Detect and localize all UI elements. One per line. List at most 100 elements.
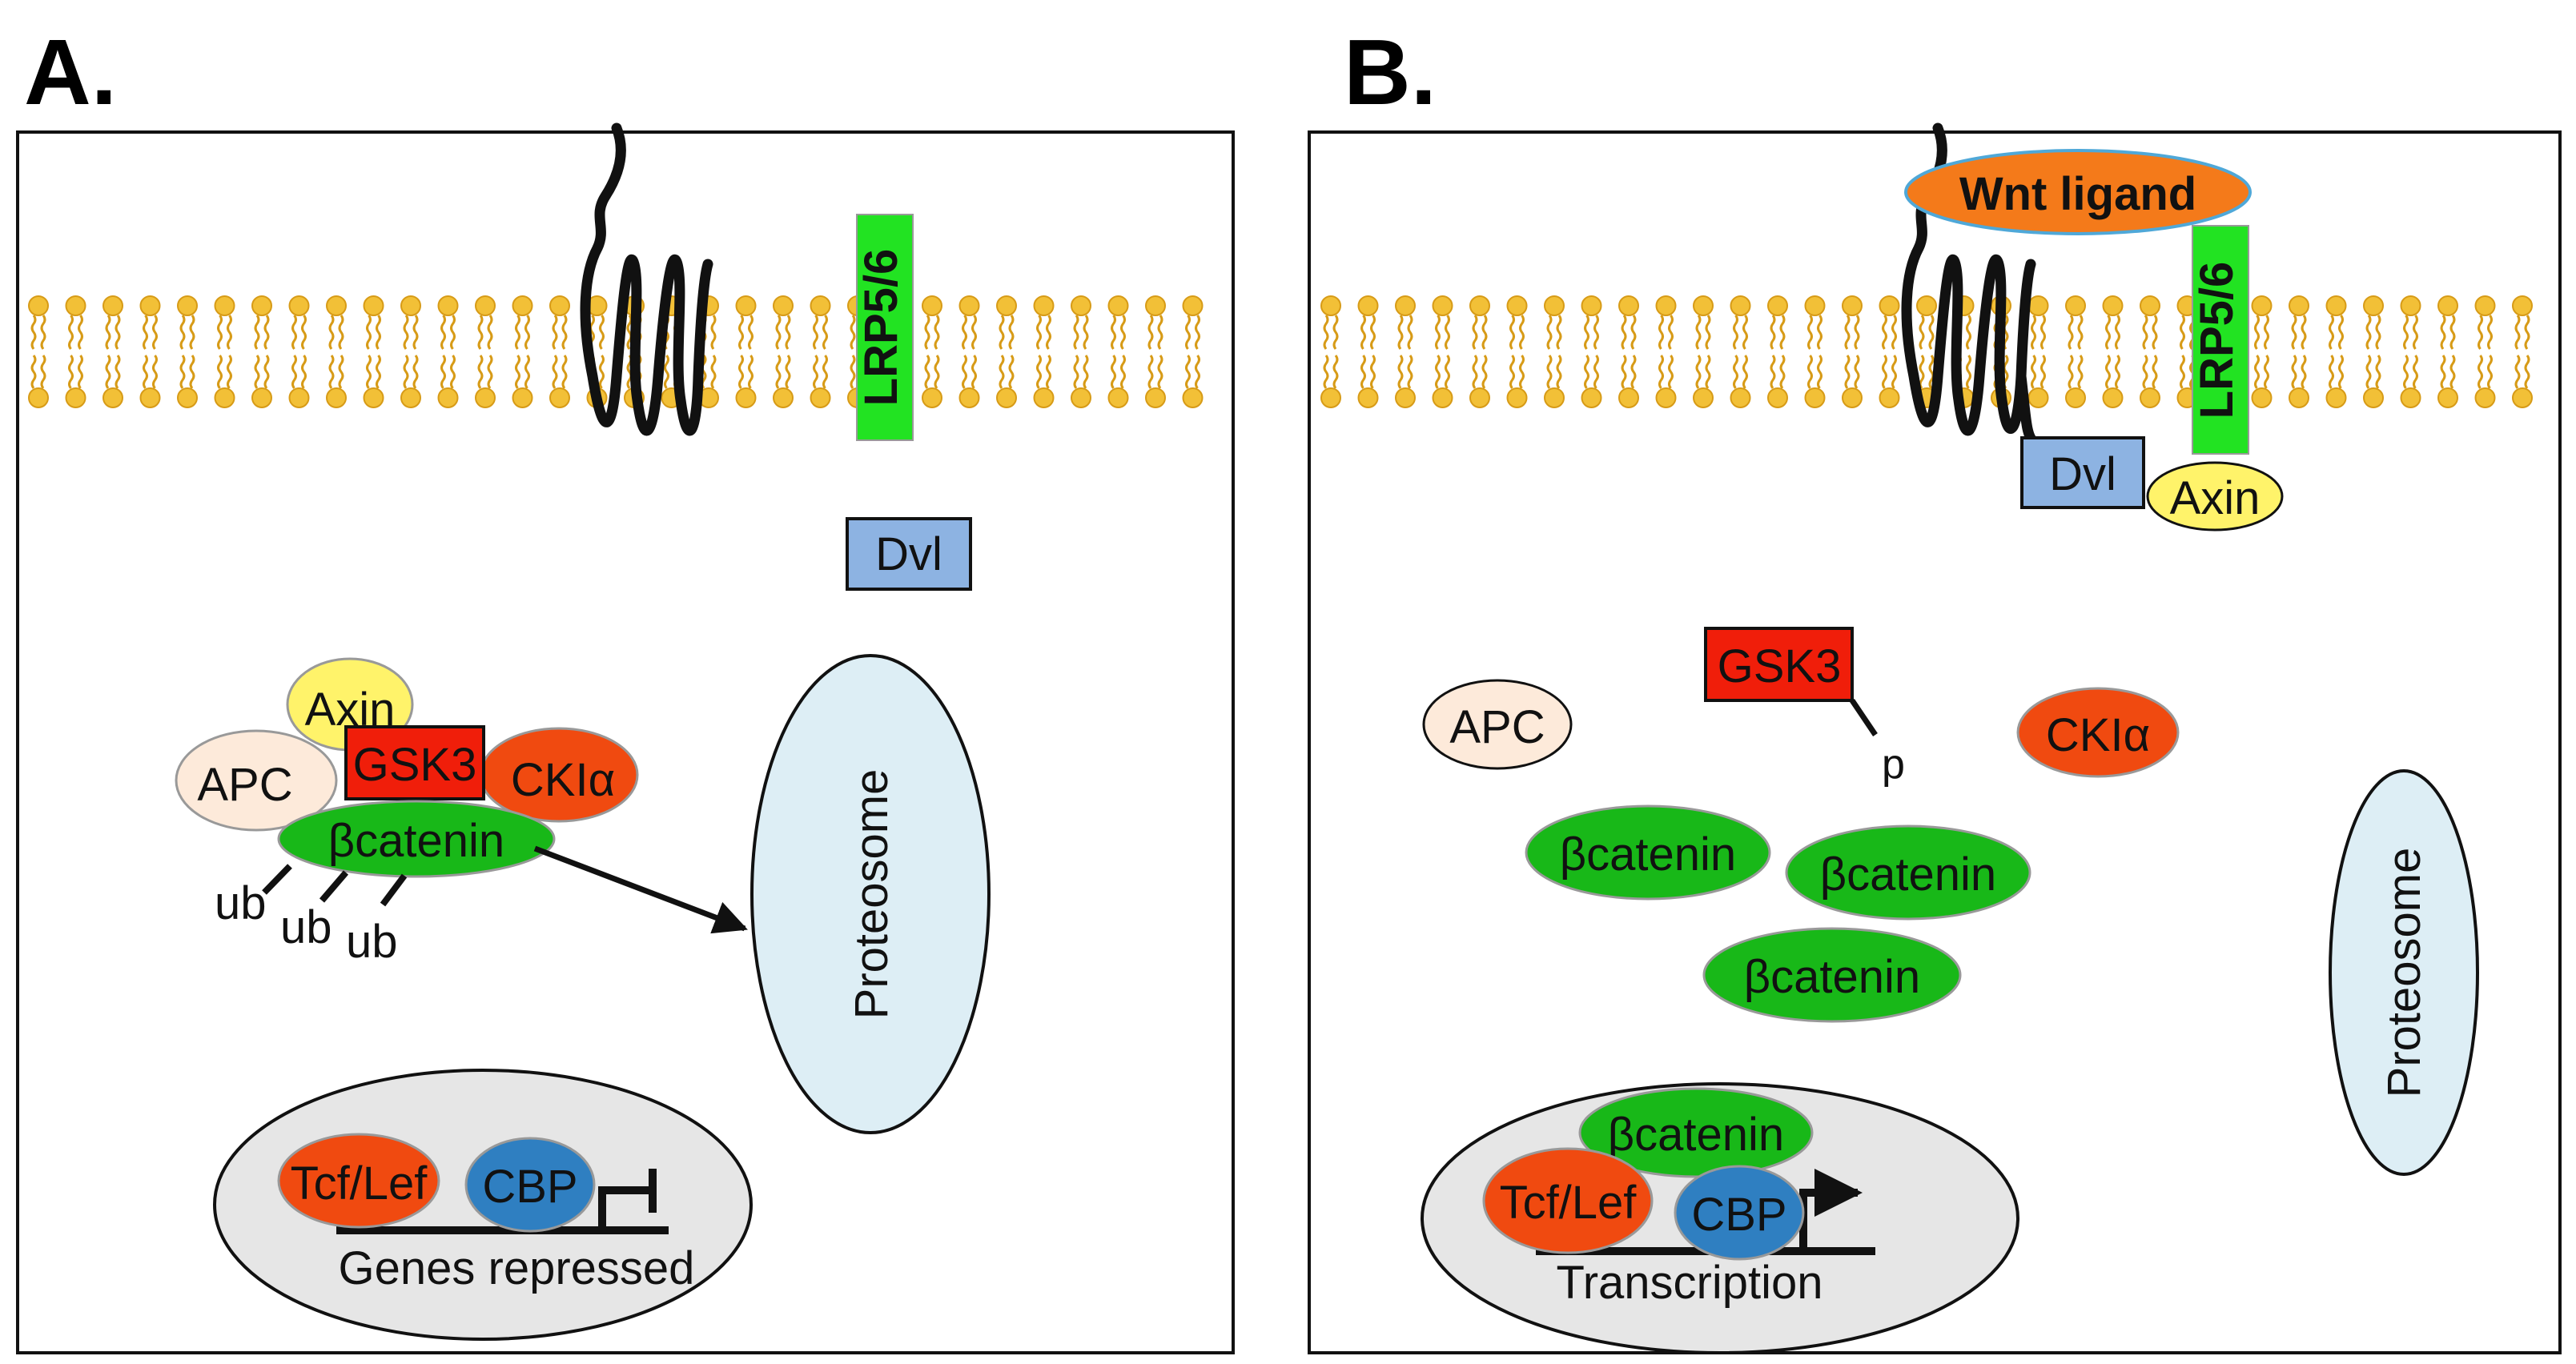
panel-b-apc: [1422, 679, 1573, 770]
panel-b-membrane-lipid: [1842, 295, 1863, 408]
panel-b-membrane-lipid: [2289, 295, 2309, 408]
panel-b-axin: [2146, 461, 2284, 532]
panel-a-membrane-lipid: [139, 295, 161, 408]
panel-a-cell-border: [16, 130, 1235, 1354]
panel-b-membrane: [1320, 295, 2533, 408]
panel-b-transcription-arrow: [1799, 1169, 1863, 1251]
panel-a-membrane-lipid: [1107, 295, 1129, 408]
panel-b-apc-label: APC: [1449, 701, 1545, 753]
panel-a-membrane-lipid: [65, 295, 86, 408]
panel-a-beta-catenin: [277, 800, 556, 878]
panel-b-proteasome-label: Proteosome: [2378, 848, 2430, 1098]
panel-a-membrane-lipid: [214, 295, 235, 408]
panel-b-membrane-lipid: [2251, 295, 2273, 408]
panel-b-membrane-lipid: [2027, 295, 2049, 408]
panel-a-ub-label: ub: [280, 901, 332, 953]
panel-b-transcription-label: Transcription: [1556, 1257, 1822, 1309]
panel-b-membrane-lipid: [1469, 295, 1490, 408]
panel-a-membrane-lipid: [810, 295, 831, 408]
panel-a-membrane-lipid: [400, 295, 421, 408]
panel-a-gsk3-label: GSK3: [353, 739, 477, 791]
panel-b-nuclear-beta-catenin-label: βcatenin: [1608, 1109, 1784, 1161]
panel-a-dvl-label: Dvl: [875, 528, 942, 580]
panel-b-tcf-lef: [1482, 1147, 1654, 1254]
panel-a-ub-label: ub: [346, 916, 398, 968]
panel-a-membrane-lipid: [512, 295, 533, 408]
panel-a-apc: [175, 729, 338, 832]
panel-b-tcf-lef-label: Tcf/Lef: [1500, 1177, 1638, 1229]
panel-b-lrp-label: LRP5/6: [2191, 262, 2243, 419]
panel-a-membrane-lipid: [958, 295, 980, 408]
panel-b-cki-label: CKIα: [2046, 709, 2150, 761]
panel-a-proteasome: [750, 654, 991, 1134]
panel-a-cki-label: CKIα: [511, 754, 615, 806]
panel-a-apc-label: APC: [197, 759, 292, 811]
panel-b-cbp: [1674, 1165, 1805, 1261]
panel-b-membrane-lipid: [1395, 295, 1416, 408]
panel-a-ub-bond: [319, 870, 349, 903]
panel-b-membrane-lipid: [1357, 295, 1379, 408]
panel-a-membrane-lipid: [1182, 295, 1204, 408]
panel-a-tcf-lef: [277, 1133, 440, 1229]
panel-b-beta-catenin: [1702, 927, 1962, 1023]
panel-b-membrane-lipid: [2474, 295, 2496, 408]
panel-b-proteasome: [2329, 769, 2479, 1176]
panel-b-beta-catenin-label: βcatenin: [1560, 828, 1736, 881]
panel-b-membrane-lipid: [1432, 295, 1453, 408]
panel-b-membrane-lipid: [1804, 295, 1826, 408]
panel-a-membrane-lipid: [1071, 295, 1091, 408]
panel-a-lrp-receptor: [856, 214, 914, 441]
panel-b-membrane-lipid: [1767, 295, 1788, 408]
panel-a-membrane-lipid: [996, 295, 1017, 408]
panel-b-membrane-lipid: [2065, 295, 2086, 408]
panel-b-membrane-lipid: [2437, 295, 2458, 408]
panel-b-wnt-label: Wnt ligand: [1959, 168, 2196, 220]
panel-b-gsk3: [1704, 627, 1854, 702]
panel-b-cbp-label: CBP: [1691, 1189, 1786, 1241]
panel-b-lrp-receptor: [2192, 225, 2249, 455]
panel-a-ub-bond: [262, 864, 292, 895]
panel-a-membrane-lipid: [437, 295, 459, 408]
panel-a-ub-bond: [380, 873, 408, 907]
panel-a-lrp-label: LRP5/6: [855, 249, 907, 407]
panel-b-membrane-lipid: [1730, 295, 1751, 408]
panel-b-wnt-ligand: [1904, 149, 2252, 235]
panel-a-ub-label: ub: [215, 877, 267, 929]
panel-a-dvl: [846, 517, 972, 591]
panel-b-dvl: [2020, 436, 2145, 509]
panel-b-phosphate-label: p: [1882, 741, 1905, 788]
panel-a-beta-catenin-label: βcatenin: [328, 815, 504, 867]
panel-b-gsk3-label: GSK3: [1718, 640, 1842, 692]
panel-a-membrane-lipid: [773, 295, 794, 408]
panel-a-membrane-lipid: [922, 295, 942, 408]
panel-b-beta-catenin-label: βcatenin: [1820, 848, 1996, 901]
panel-a-membrane-lipid: [102, 295, 123, 408]
panel-a-membrane-lipid: [735, 295, 757, 408]
panel-b-membrane-lipid: [1655, 295, 1677, 408]
panel-b-membrane-lipid: [2363, 295, 2384, 408]
panel-a-membrane-lipid: [1033, 295, 1055, 408]
panel-b-membrane-lipid: [1879, 295, 1900, 408]
panel-b-membrane-lipid: [1544, 295, 1565, 408]
panel-b-membrane-lipid: [2102, 295, 2124, 408]
panel-a-membrane-lipid: [475, 295, 496, 408]
panel-a-cbp-label: CBP: [482, 1161, 577, 1213]
panel-a-membrane-lipid: [28, 295, 49, 408]
panel-b-membrane-lipid: [2325, 295, 2347, 408]
panel-a-membrane-lipid: [1145, 295, 1166, 408]
panel-b-membrane-lipid: [2512, 295, 2533, 408]
panel-a-membrane-lipid: [288, 295, 310, 408]
panel-b-membrane-lipid: [1618, 295, 1639, 408]
panel-b-beta-catenin: [1525, 804, 1771, 901]
panel-b-membrane-lipid: [2400, 295, 2421, 408]
panel-b-membrane-lipid: [1320, 295, 1341, 408]
panel-a-proteasome-label: Proteosome: [846, 769, 898, 1020]
panel-b-membrane-lipid: [1506, 295, 1528, 408]
panel-a-membrane-lipid: [326, 295, 347, 408]
panel-b: B. LRP5/6 Wnt ligand Dvl Axin GSK3 p APC…: [1308, 20, 2562, 1354]
panel-b-cki: [2016, 687, 2180, 778]
panel-a-repression-symbol: [598, 1169, 657, 1230]
panel-b-beta-catenin-label: βcatenin: [1744, 951, 1920, 1003]
panel-a-membrane-lipid: [363, 295, 384, 408]
